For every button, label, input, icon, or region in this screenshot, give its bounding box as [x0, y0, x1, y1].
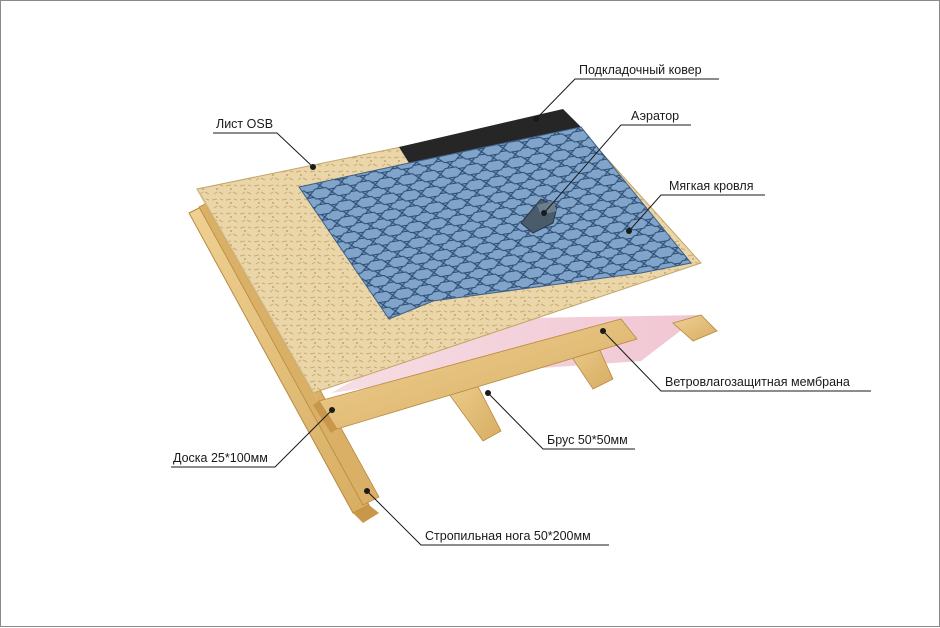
- label-underlay-carpet: Подкладочный ковер: [579, 63, 702, 77]
- soft-roof: [298, 126, 692, 320]
- underlay-carpet: [399, 109, 581, 163]
- label-soft-roof: Мягкая кровля: [669, 179, 753, 193]
- label-rafter: Стропильная нога 50*200мм: [425, 529, 591, 543]
- label-osb-sheet: Лист OSB: [216, 117, 273, 131]
- leader-dots: [310, 116, 632, 494]
- label-membrane: Ветровлагозащитная мембрана: [665, 375, 850, 389]
- label-aerator: Аэратор: [631, 109, 679, 123]
- leader-lines: [171, 78, 871, 546]
- label-batten: Брус 50*50мм: [547, 433, 628, 447]
- label-board: Доска 25*100мм: [173, 451, 268, 465]
